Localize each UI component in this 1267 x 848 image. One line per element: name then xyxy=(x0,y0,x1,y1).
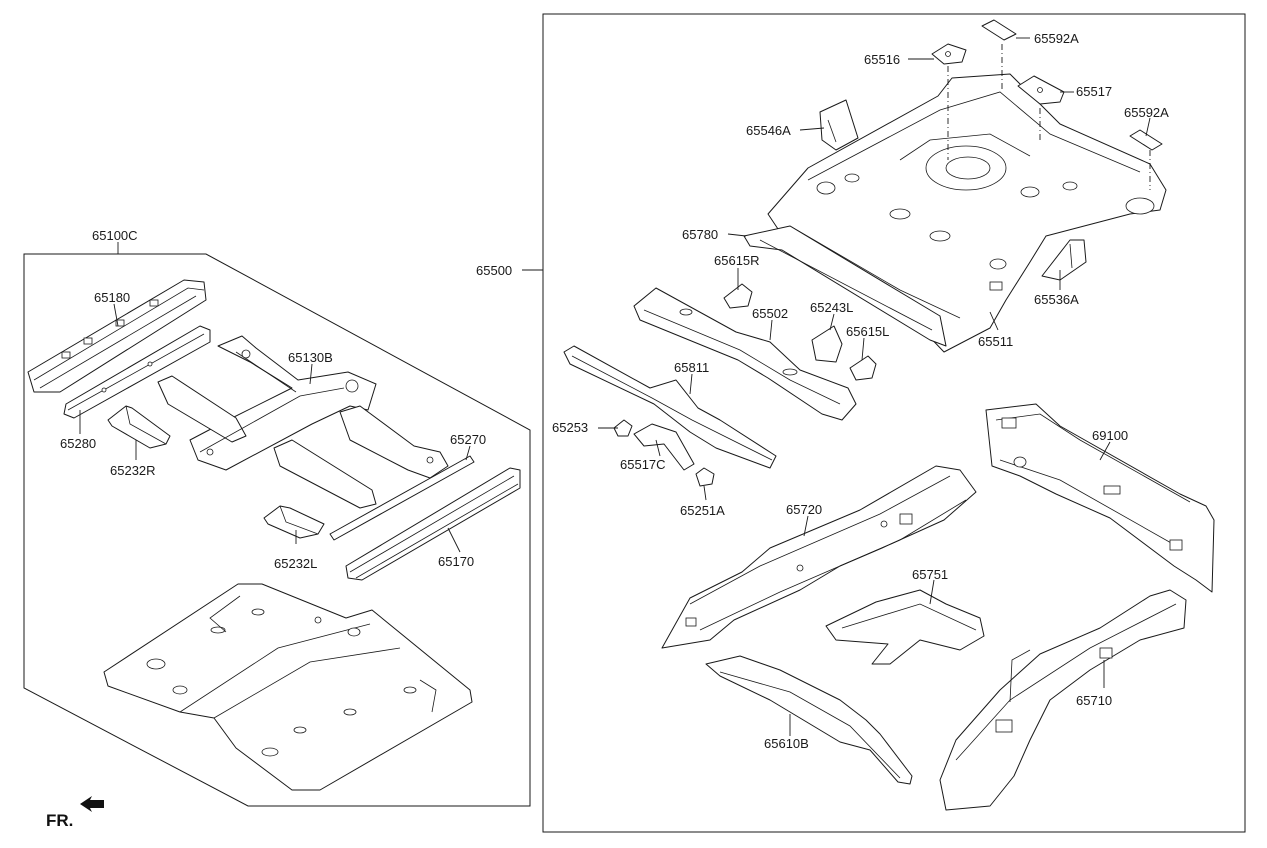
label-65610B: 65610B xyxy=(764,736,809,751)
part-65253[interactable] xyxy=(613,419,633,437)
part-65517C[interactable] xyxy=(633,423,695,471)
part-65610B[interactable] xyxy=(705,655,913,785)
part-65130B[interactable] xyxy=(157,335,449,509)
part-69100[interactable] xyxy=(985,403,1215,593)
part-65536A[interactable] xyxy=(1041,239,1087,281)
rear-floor-assembly-group: 65500 xyxy=(476,13,1246,833)
label-65546A: 65546A xyxy=(746,123,791,138)
part-65516[interactable] xyxy=(931,43,967,65)
label-65511: 65511 xyxy=(978,334,1013,349)
part-65502[interactable] xyxy=(633,287,857,421)
part-65751[interactable] xyxy=(825,589,985,665)
label-65517C: 65517C xyxy=(620,457,666,472)
label-65243L: 65243L xyxy=(810,300,853,315)
label-65592A-right: 65592A xyxy=(1124,105,1169,120)
label-65130B: 65130B xyxy=(288,350,333,365)
label-65536A: 65536A xyxy=(1034,292,1079,307)
label-65100C: 65100C xyxy=(92,228,138,243)
front-floor-assembly-group: 65100C 65180 65280 65232R 65130B 65270 6… xyxy=(23,228,531,807)
front-direction-arrow-icon xyxy=(80,796,104,812)
part-65592A-top[interactable] xyxy=(981,19,1017,41)
label-69100: 69100 xyxy=(1092,428,1128,443)
label-65170: 65170 xyxy=(438,554,474,569)
label-65280: 65280 xyxy=(60,436,96,451)
part-65615R[interactable] xyxy=(723,283,753,309)
label-65232L: 65232L xyxy=(274,556,317,571)
label-65720: 65720 xyxy=(786,502,822,517)
label-65180: 65180 xyxy=(94,290,130,305)
part-65780[interactable] xyxy=(743,225,947,347)
part-65232L[interactable] xyxy=(263,505,325,539)
part-65720[interactable] xyxy=(661,465,977,649)
part-65251A[interactable] xyxy=(695,467,715,487)
part-65615L[interactable] xyxy=(849,355,877,381)
label-65516: 65516 xyxy=(864,52,900,67)
front-label: FR. xyxy=(46,811,73,830)
label-65270: 65270 xyxy=(450,432,486,447)
label-65232R: 65232R xyxy=(110,463,156,478)
part-65517[interactable] xyxy=(1017,75,1065,105)
label-65751: 65751 xyxy=(912,567,948,582)
label-65251A: 65251A xyxy=(680,503,725,518)
label-65517: 65517 xyxy=(1076,84,1112,99)
label-65615R: 65615R xyxy=(714,253,760,268)
label-65253: 65253 xyxy=(552,420,588,435)
label-65811: 65811 xyxy=(674,360,709,375)
label-65710: 65710 xyxy=(1076,693,1112,708)
label-65500: 65500 xyxy=(476,263,512,278)
part-65180[interactable] xyxy=(27,279,207,393)
front-floor-assembly-frame xyxy=(23,253,531,807)
part-65546A[interactable] xyxy=(819,99,859,151)
part-65592A-right[interactable] xyxy=(1129,129,1163,151)
part-65243L[interactable] xyxy=(811,325,843,363)
label-65615L: 65615L xyxy=(846,324,889,339)
part-65811[interactable] xyxy=(563,345,777,469)
label-65502: 65502 xyxy=(752,306,788,321)
part-65710[interactable] xyxy=(939,589,1187,811)
part-65270[interactable] xyxy=(329,455,475,541)
part-65232R[interactable] xyxy=(107,405,171,449)
part-65170[interactable] xyxy=(345,467,521,581)
label-65780: 65780 xyxy=(682,227,718,242)
rear-floor-assembly-frame xyxy=(542,13,1246,833)
part-65280[interactable] xyxy=(63,325,211,419)
front-orientation-marker: FR. xyxy=(46,796,104,830)
label-65592A-top: 65592A xyxy=(1034,31,1079,46)
front-floor-pan[interactable] xyxy=(103,583,473,791)
